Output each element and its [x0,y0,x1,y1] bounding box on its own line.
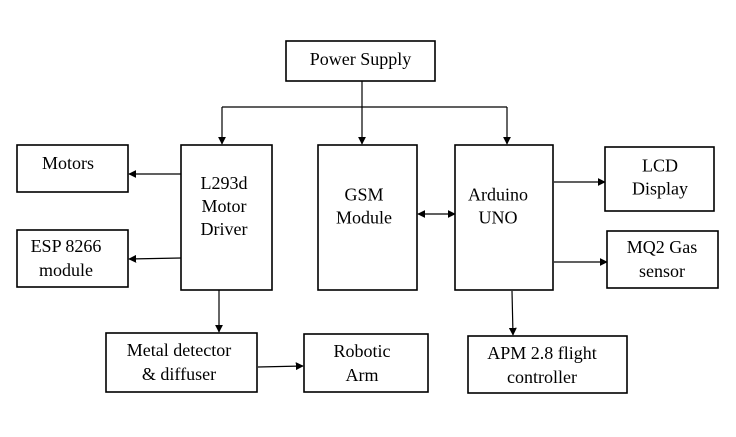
block-power-supply: Power Supply [285,40,436,82]
gsm-module-label-line-1: GSM [344,185,383,205]
apm-flight-controller-label: APM 2.8 flight controller [487,343,597,387]
power-supply-label: Power Supply [310,49,412,69]
arduino-uno-label-line-2: UNO [479,208,518,228]
metal-detector-label-line-2: & diffuser [142,364,216,384]
apm-flight-controller-label-line-1: APM 2.8 flight [487,343,597,363]
power-supply-label-line-1: Power Supply [310,49,412,69]
metal-detector-label: Metal detector & diffuser [127,340,231,384]
arrow-driver-to-esp [128,254,182,263]
motors-label-line-1: Motors [42,153,94,173]
metal-detector-label-line-1: Metal detector [127,340,231,360]
block-gsm-module: GSM Module [317,144,418,291]
motor-driver-label-line-3: Driver [201,219,248,239]
esp-8266-label-line-2: module [39,260,93,280]
arduino-uno-label-line-1: Arduino [468,185,528,205]
motors-label: Motors [42,153,94,173]
arrow-metal-detector-to-robotic-arm [257,362,304,371]
gsm-module-label: GSM Module [336,185,392,228]
robotic-arm-label-line-1: Robotic [334,341,391,361]
arrow-arduino-to-apm [508,290,517,336]
lcd-display-label-line-2: Display [632,179,688,199]
mq2-gas-sensor-label: MQ2 Gas sensor [627,237,698,281]
block-lcd-display: LCD Display [604,146,715,212]
robotic-arm-label-line-2: Arm [346,365,379,385]
gsm-module-label-line-2: Module [336,208,392,228]
mq2-gas-sensor-label-line-1: MQ2 Gas [627,237,698,257]
block-motors: Motors [16,144,129,193]
block-esp-8266: ESP 8266 module [16,229,129,288]
lcd-display-label: LCD Display [632,156,688,199]
mq2-gas-sensor-label-line-2: sensor [639,261,685,281]
block-apm-flight-controller: APM 2.8 flight controller [467,335,628,394]
motor-driver-label-line-1: L293d [201,173,248,193]
lcd-display-label-line-1: LCD [642,156,678,176]
esp-8266-label-line-1: ESP 8266 [31,236,102,256]
connectors [128,81,608,371]
motor-driver-label-line-2: Motor [202,196,247,216]
apm-flight-controller-label-line-2: controller [507,367,577,387]
esp-8266-label: ESP 8266 module [31,236,102,280]
block-mq2-gas-sensor: MQ2 Gas sensor [606,230,719,289]
block-metal-detector: Metal detector & diffuser [105,332,258,393]
